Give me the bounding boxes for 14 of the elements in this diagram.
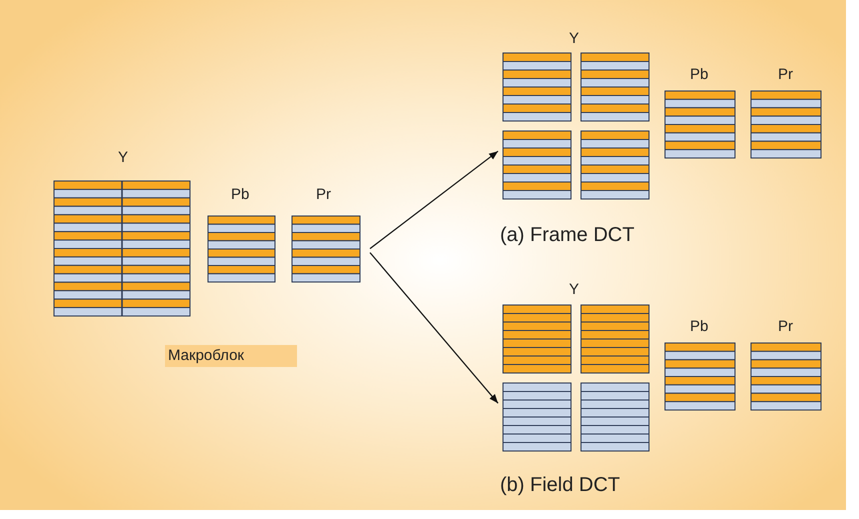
component-label: Pb — [690, 318, 708, 335]
component-label: Y — [569, 30, 580, 47]
component-label: Y — [569, 281, 580, 298]
component-label: Pb — [231, 186, 250, 203]
arrow — [370, 150, 498, 250]
caption-label: (a) Frame DCT — [500, 224, 634, 247]
component-label: Pr — [778, 318, 793, 335]
component-label: Pr — [778, 66, 793, 83]
component-label: Pr — [316, 186, 331, 203]
component-label: Pb — [690, 66, 708, 83]
caption-label: Макроблок — [165, 345, 297, 367]
caption-label: (b) Field DCT — [500, 474, 620, 497]
component-label: Y — [118, 149, 128, 166]
arrow — [370, 252, 498, 404]
